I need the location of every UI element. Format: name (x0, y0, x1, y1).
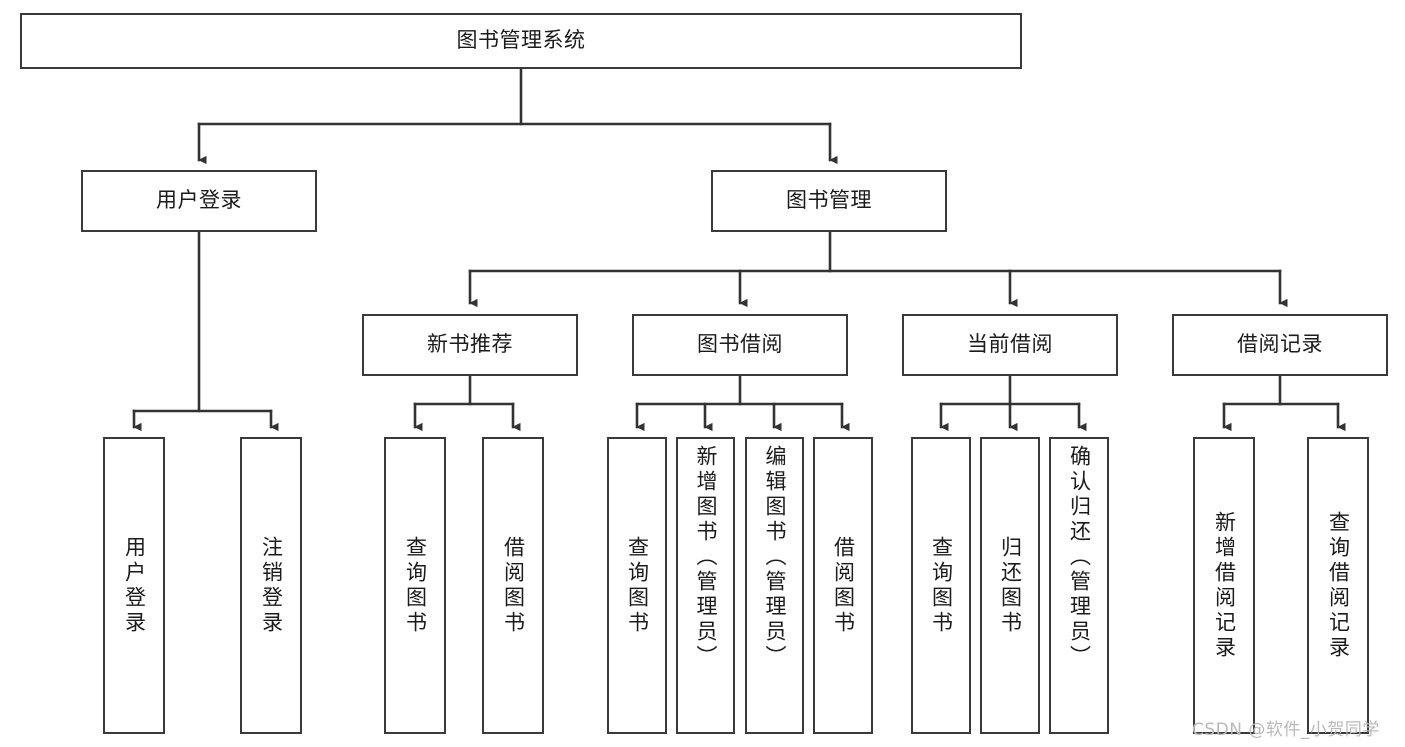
node-label: 注销登录 (259, 535, 284, 636)
leaf-current-borrow-query-books[interactable]: 查询图书 (911, 437, 971, 734)
node-label: 用户登录 (156, 188, 242, 213)
node-label: 归还图书 (998, 535, 1023, 636)
node-root-book-management-system[interactable]: 图书管理系统 (20, 13, 1022, 69)
leaf-current-borrow-confirm-return-admin[interactable]: 确认归还（管理员） (1049, 437, 1109, 734)
node-label: 图书管理系统 (456, 28, 586, 53)
leaf-book-borrow-query-books[interactable]: 查询图书 (607, 437, 667, 734)
node-label: 查询图书 (403, 535, 428, 636)
node-label: 编辑图书（管理员） (763, 445, 787, 670)
leaf-new-book-query-books[interactable]: 查询图书 (384, 437, 446, 734)
leaf-book-borrow-edit-book-admin[interactable]: 编辑图书（管理员） (745, 437, 804, 734)
node-book-borrow[interactable]: 图书借阅 (632, 314, 848, 376)
node-borrow-record[interactable]: 借阅记录 (1172, 314, 1388, 376)
leaf-new-book-borrow-books[interactable]: 借阅图书 (482, 437, 544, 734)
leaf-book-borrow-borrow-books[interactable]: 借阅图书 (813, 437, 873, 734)
node-new-book-recommend[interactable]: 新书推荐 (362, 314, 578, 376)
leaf-borrow-record-query-record[interactable]: 查询借阅记录 (1307, 437, 1369, 734)
leaf-user-login-logout[interactable]: 注销登录 (240, 437, 302, 734)
node-label: 借阅记录 (1237, 332, 1323, 357)
leaf-user-login-login[interactable]: 用户登录 (103, 437, 165, 734)
node-label: 新增借阅记录 (1212, 510, 1237, 661)
node-label: 借阅图书 (831, 535, 856, 636)
node-current-borrow[interactable]: 当前借阅 (902, 314, 1118, 376)
node-label: 查询借阅记录 (1326, 510, 1351, 661)
leaf-current-borrow-return-books[interactable]: 归还图书 (980, 437, 1040, 734)
node-label: 图书管理 (786, 188, 872, 213)
node-label: 当前借阅 (967, 332, 1053, 357)
node-label: 查询图书 (929, 535, 954, 636)
leaf-borrow-record-add-record[interactable]: 新增借阅记录 (1193, 437, 1255, 734)
node-label: 新增图书（管理员） (694, 445, 718, 670)
node-label: 图书借阅 (697, 332, 783, 357)
node-label: 确认归还（管理员） (1067, 445, 1092, 670)
node-book-management[interactable]: 图书管理 (711, 170, 947, 232)
node-label: 借阅图书 (501, 535, 526, 636)
node-user-login[interactable]: 用户登录 (81, 170, 317, 232)
node-label: 新书推荐 (427, 332, 513, 357)
leaf-book-borrow-add-book-admin[interactable]: 新增图书（管理员） (676, 437, 735, 734)
node-label: 用户登录 (122, 535, 147, 636)
node-label: 查询图书 (625, 535, 650, 636)
